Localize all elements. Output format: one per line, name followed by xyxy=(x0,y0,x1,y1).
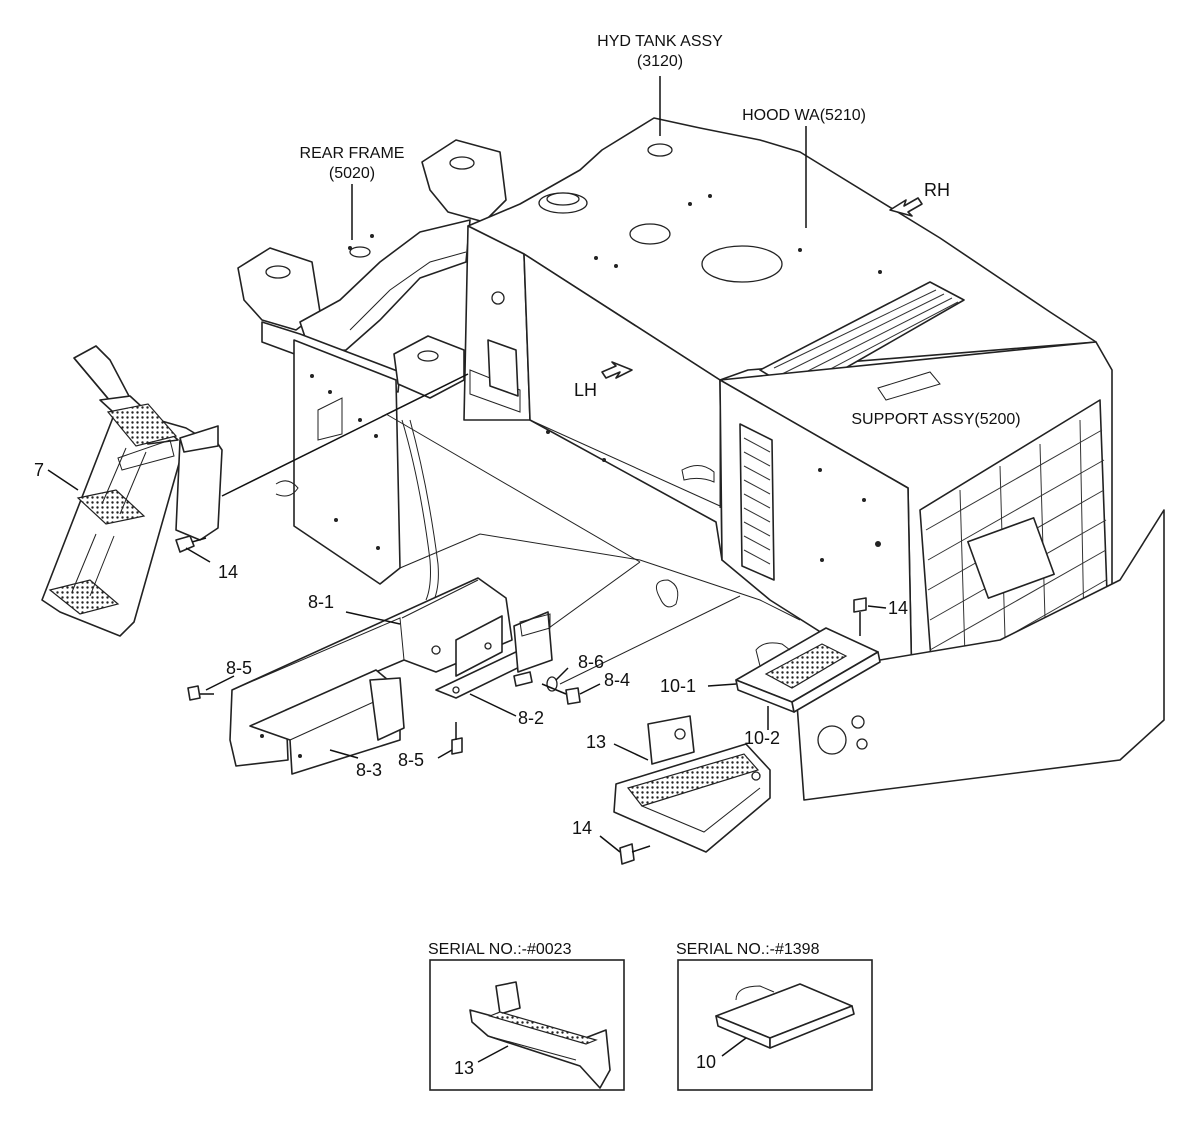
callout-13: 13 xyxy=(586,732,606,752)
callout-8-1: 8-1 xyxy=(308,592,334,612)
callout-10-1: 10-1 xyxy=(660,676,696,696)
callout-10-2: 10-2 xyxy=(744,728,780,748)
hood-assembly xyxy=(399,117,1165,801)
step-ladder-part-7 xyxy=(41,345,223,637)
callout-7: 7 xyxy=(34,460,44,480)
callout-leaders xyxy=(47,197,923,853)
hyd-tank-code: (3120) xyxy=(637,53,683,70)
inset-serial-0023: SERIAL NO.:-#0023 13 xyxy=(428,941,625,1091)
callout-8-6: 8-6 xyxy=(578,652,604,672)
callout-14-right: 14 xyxy=(888,598,908,618)
rear-frame-code: (5020) xyxy=(329,165,375,182)
step-plate-part-10 xyxy=(735,627,881,713)
support-assy-label: SUPPORT ASSY(5200) xyxy=(851,411,1020,428)
callout-8-5-left: 8-5 xyxy=(226,658,252,678)
rh-direction-label: RH xyxy=(924,180,950,200)
inset-left-title: SERIAL NO.:-#0023 xyxy=(428,941,572,958)
inset-serial-1398: SERIAL NO.:-#1398 10 xyxy=(676,941,873,1091)
inset-right-title: SERIAL NO.:-#1398 xyxy=(676,941,820,958)
callout-14-lower: 14 xyxy=(572,818,592,838)
step-bracket-part-8-3 xyxy=(249,669,405,775)
inset-right-part: 10 xyxy=(696,1052,716,1072)
lh-direction-label: LH xyxy=(574,380,597,400)
step-bracket-part-8-2 xyxy=(435,611,553,699)
callout-8-2: 8-2 xyxy=(518,708,544,728)
step-part-13 xyxy=(613,715,771,853)
inset-left-part: 13 xyxy=(454,1058,474,1078)
callout-8-3: 8-3 xyxy=(356,760,382,780)
callout-8-5-lower: 8-5 xyxy=(398,750,424,770)
rear-frame xyxy=(237,139,507,585)
hardware-bolts xyxy=(187,597,867,865)
hyd-tank-label: HYD TANK ASSY xyxy=(597,33,723,50)
rear-frame-label: REAR FRAME xyxy=(300,145,405,162)
hood-label: HOOD WA(5210) xyxy=(742,107,866,124)
callout-8-4: 8-4 xyxy=(604,670,630,690)
callout-14-ladder: 14 xyxy=(218,562,238,582)
